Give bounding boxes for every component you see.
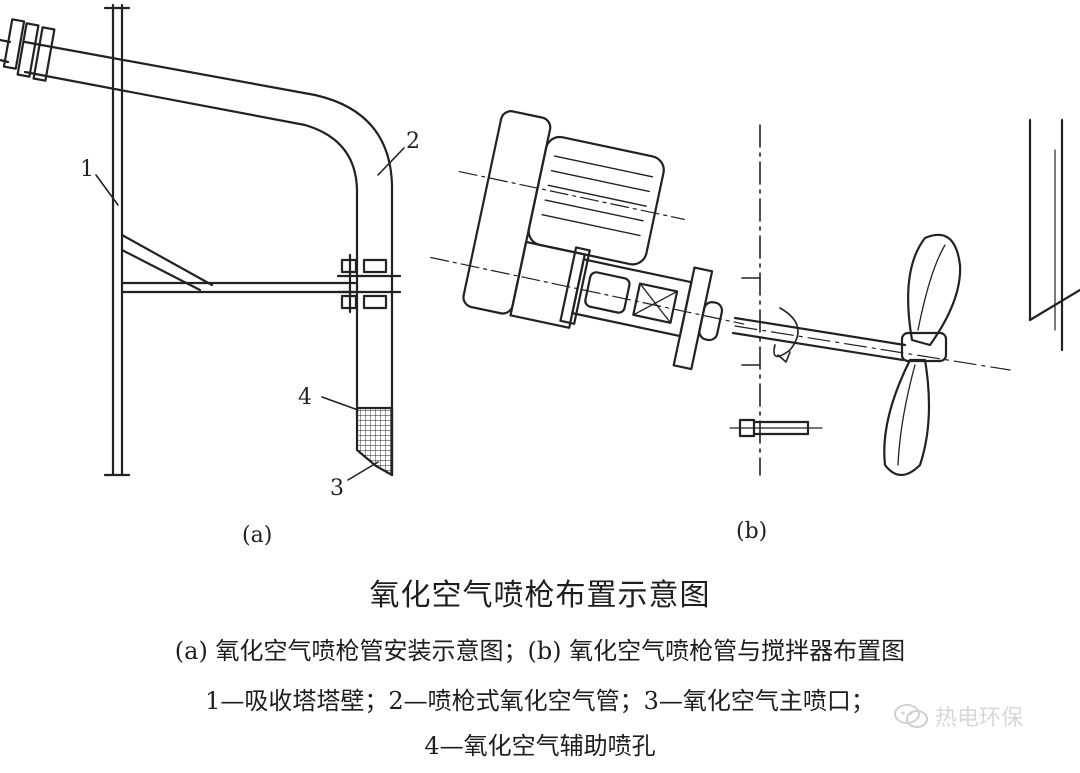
callout-2: 2 (406, 129, 420, 154)
callout-4: 4 (298, 385, 312, 410)
panel-b-drawing (430, 110, 1080, 477)
callout-1: 1 (80, 157, 94, 182)
tower-wall-b (741, 124, 761, 476)
tower-wall (103, 3, 131, 477)
panel-a-label: (a) (242, 523, 272, 548)
callout-leaders (95, 147, 405, 481)
callout-3: 3 (330, 476, 344, 501)
watermark: 热电环保 (893, 700, 1023, 732)
air-lance-bolt (729, 418, 823, 438)
panel-b-label: (b) (736, 519, 767, 544)
legend-line-2: 4—氧化空气辅助喷孔 (424, 732, 656, 760)
air-pipe (0, 18, 394, 477)
agitator-motor (430, 110, 745, 371)
panel-a-drawing (0, 3, 405, 481)
agitator-shaft (731, 307, 1011, 371)
support-bracket (120, 233, 357, 294)
nozzle-mesh (355, 406, 394, 477)
watermark-text: 热电环保 (935, 706, 1024, 731)
tower-wall-right (1028, 118, 1080, 352)
figure-title: 氧化空气喷枪布置示意图 (369, 578, 711, 613)
wechat-icon (894, 704, 928, 728)
pipe-clamp (336, 253, 402, 314)
legend-line-1: 1—吸收塔塔壁；2—喷枪式氧化空气管；3—氧化空气主喷口； (205, 687, 875, 715)
figure-subtitle: (a) 氧化空气喷枪管安装示意图；(b) 氧化空气喷枪管与搅拌器布置图 (174, 637, 906, 665)
agitator-propeller (883, 233, 962, 477)
